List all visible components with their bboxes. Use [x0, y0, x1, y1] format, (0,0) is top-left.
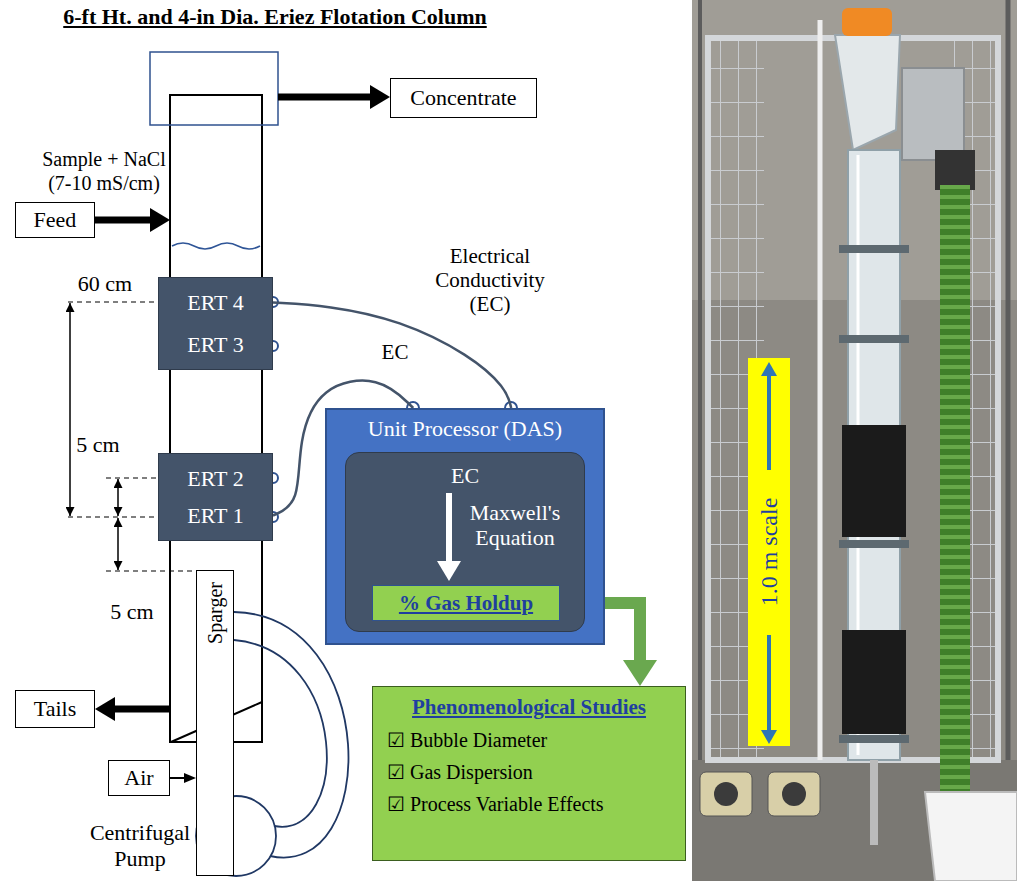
pump-loop — [234, 612, 348, 858]
dimension-line — [106, 570, 196, 571]
process-box: Air — [108, 760, 170, 796]
feed-note: Sample + NaCl (7-10 mS/cm) — [40, 147, 168, 195]
pump-label: Centrifugal Pump — [85, 820, 195, 872]
node-text: Maxwell's Equation — [456, 500, 574, 550]
dimension-line — [117, 518, 119, 570]
photo-column — [839, 245, 909, 253]
node-text: Air — [124, 765, 153, 791]
photo-background — [692, 0, 1017, 881]
dimension-label: 5 cm — [76, 432, 119, 458]
node-text: ☑ Gas Dispersion — [387, 760, 671, 784]
photo-column — [842, 630, 906, 734]
dimension-line — [68, 301, 158, 302]
photo-hose — [940, 185, 970, 881]
node-text: ☑ Process Variable Effects — [387, 792, 671, 816]
result-box: % Gas Holdup — [372, 585, 560, 621]
dimension-line — [106, 477, 158, 478]
edge-label: EC — [373, 340, 417, 364]
process-box: Tails — [15, 690, 95, 728]
photo-pumps — [700, 772, 1017, 881]
node-text: Tails — [34, 696, 76, 722]
node-text: ERT 4 — [187, 290, 243, 315]
dimension-label: 5 cm — [110, 599, 153, 625]
diagram-title: 6-ft Ht. and 4-in Dia. Eriez Flotation C… — [0, 4, 550, 30]
photo-frame — [818, 20, 823, 760]
photo-pumps — [768, 772, 820, 816]
photo-pumps — [925, 792, 1017, 881]
photo-background — [692, 0, 1017, 881]
node-text: Unit Processor (DAS) — [327, 416, 603, 442]
node-text: % Gas Holdup — [399, 591, 533, 616]
flow-down-arrow — [434, 493, 464, 583]
photo-pumps — [714, 782, 738, 806]
node-text: EC — [346, 463, 584, 488]
photo-background — [698, 0, 702, 760]
process-box: Feed — [15, 202, 95, 238]
node-text: ☑ Bubble Diameter — [387, 728, 671, 752]
photo-column — [842, 425, 906, 537]
photo-column — [839, 540, 909, 548]
launder — [150, 52, 278, 125]
photo-column — [835, 35, 900, 150]
flow-down-arrow — [437, 561, 461, 581]
flow-arrow — [95, 217, 150, 224]
node-text: Phenomenological Studies — [387, 695, 671, 720]
photo-column — [842, 8, 892, 36]
sensor-block: ERT 2 ERT 1 — [158, 453, 273, 541]
photo-column — [839, 735, 909, 743]
photo-column — [902, 68, 964, 160]
photo-column — [839, 335, 909, 343]
flow-down-arrow — [446, 493, 452, 563]
node-text: Sparger — [204, 582, 226, 644]
connector — [273, 303, 511, 409]
node-text: ERT 2 — [187, 466, 243, 491]
photo-background — [1006, 0, 1011, 760]
node-text: ERT 3 — [187, 332, 243, 357]
node-text: Concentrate — [410, 85, 516, 111]
sensor-block: ERT 4 ERT 3 — [158, 277, 273, 370]
flotation-column — [172, 243, 260, 249]
node-text: Feed — [34, 207, 77, 233]
flow-arrow — [278, 94, 370, 101]
scale-bar — [748, 358, 790, 746]
scale-bar — [748, 358, 790, 746]
photo-pumps — [700, 772, 752, 816]
node-text: ERT 1 — [187, 503, 243, 528]
dimension-label: 60 cm — [78, 271, 132, 297]
sparger-box: Sparger — [196, 570, 234, 876]
connector — [170, 777, 184, 779]
dimension-line — [68, 516, 158, 517]
scale-label: 1.0 m scale — [755, 496, 783, 609]
dimension-line — [117, 479, 119, 516]
processor-box: Unit Processor (DAS) EC Maxwell's Equatio… — [325, 408, 605, 645]
photo-hose — [935, 150, 975, 881]
photo-column — [870, 760, 878, 845]
photo-hose — [940, 185, 970, 881]
process-box: Concentrate — [390, 78, 537, 118]
dimension-line — [69, 303, 71, 516]
photo-pumps — [782, 782, 806, 806]
study-box: Phenomenological Studies ☑ Bubble Diamete… — [372, 686, 686, 861]
scale-bar — [767, 635, 771, 730]
photo-hose — [935, 150, 975, 190]
flow-arrow — [115, 706, 170, 713]
scale-bar — [767, 376, 771, 470]
launder — [150, 52, 278, 125]
edge-label: Electrical Conductivity (EC) — [424, 244, 556, 316]
processor-panel: EC Maxwell's Equation % Gas Holdup — [345, 452, 585, 632]
